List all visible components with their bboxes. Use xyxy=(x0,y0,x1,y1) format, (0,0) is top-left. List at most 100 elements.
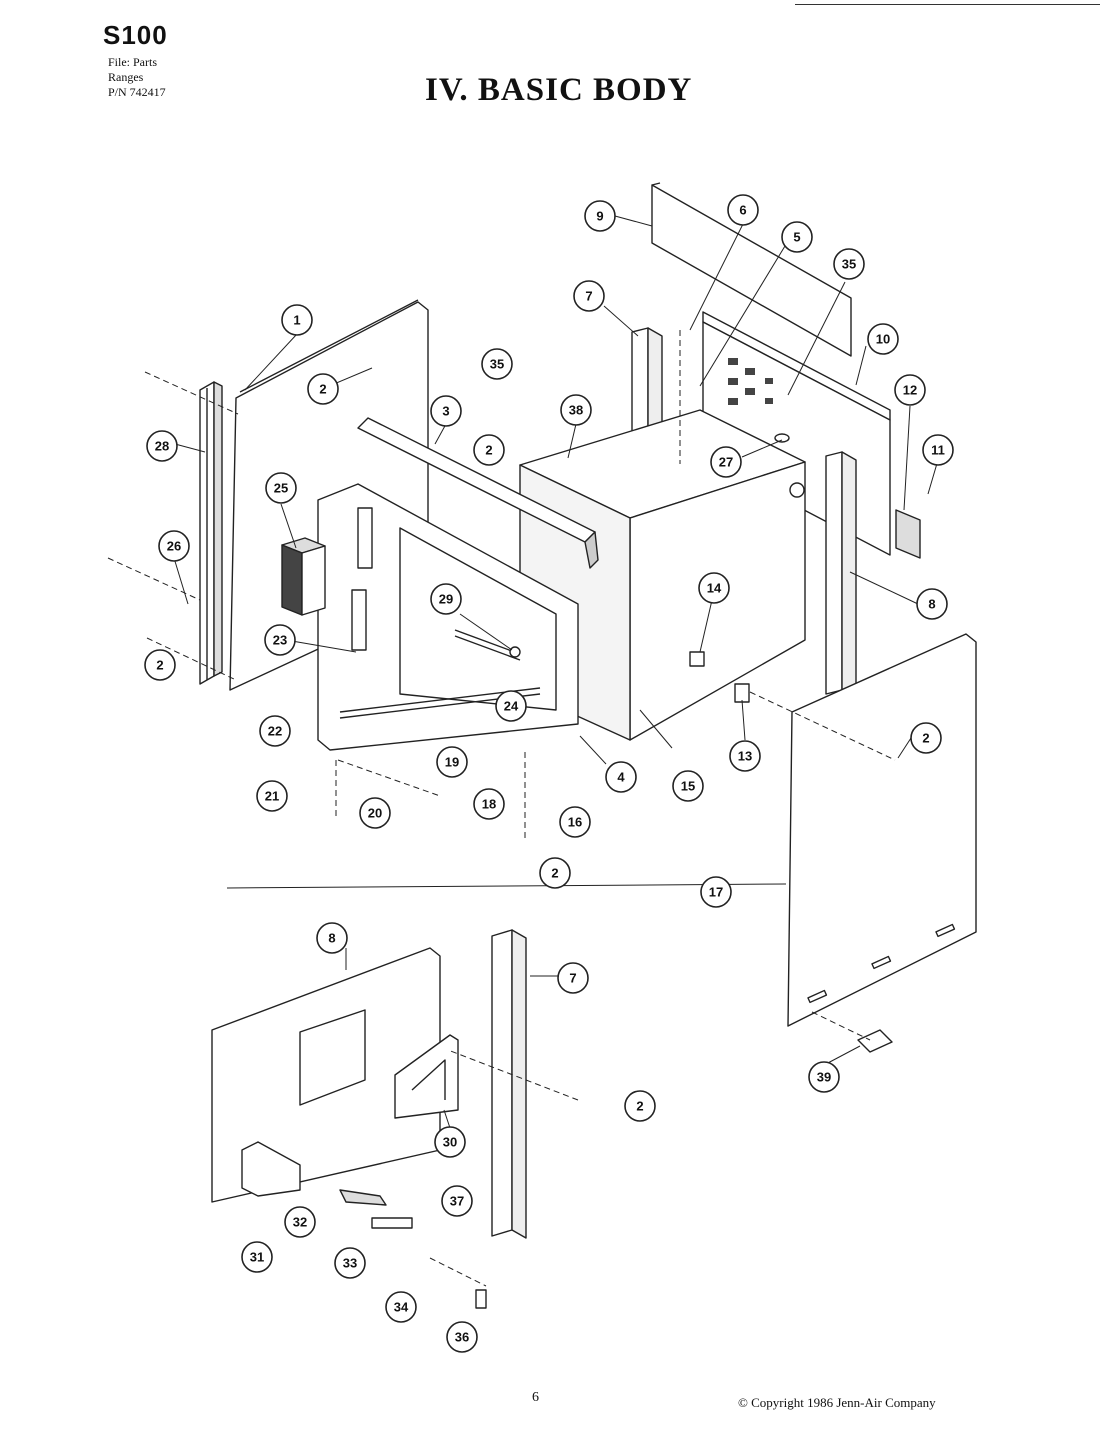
callout-label: 24 xyxy=(504,699,519,714)
callout-label: 35 xyxy=(490,357,504,372)
callout-31: 31 xyxy=(241,1241,273,1273)
callout-circle xyxy=(557,962,589,994)
callout-33: 33 xyxy=(334,1247,366,1279)
callout-circle xyxy=(922,434,954,466)
callout-circle xyxy=(256,780,288,812)
callout-circle xyxy=(698,572,730,604)
callout-label: 14 xyxy=(707,581,722,596)
callout-2: 2 xyxy=(473,434,505,466)
callout-circle xyxy=(808,1061,840,1093)
callout-label: 22 xyxy=(268,724,282,739)
callout-16: 16 xyxy=(559,806,591,838)
callout-label: 2 xyxy=(319,382,326,397)
callout-circle xyxy=(146,430,178,462)
callout-2: 2 xyxy=(307,373,339,405)
callout-label: 20 xyxy=(368,806,382,821)
file-meta-line: Ranges xyxy=(108,70,144,84)
copyright-notice: © Copyright 1986 Jenn-Air Company xyxy=(738,1395,936,1410)
callout-label: 13 xyxy=(738,749,752,764)
callout-label: 25 xyxy=(274,481,288,496)
callout-circle xyxy=(158,530,190,562)
callout-circle xyxy=(710,446,742,478)
callout-label: 2 xyxy=(551,866,558,881)
callout-label: 16 xyxy=(568,815,582,830)
callout-12: 12 xyxy=(894,374,926,406)
part-top-trim xyxy=(357,417,599,569)
callout-28: 28 xyxy=(146,430,178,462)
callout-14: 14 xyxy=(698,572,730,604)
callout-circle xyxy=(316,922,348,954)
callout-circle xyxy=(867,323,899,355)
callout-8: 8 xyxy=(316,922,348,954)
callout-circle xyxy=(539,857,571,889)
callout-label: 34 xyxy=(394,1300,409,1315)
callout-circle xyxy=(559,806,591,838)
callout-circle xyxy=(605,761,637,793)
callout-circle xyxy=(430,583,462,615)
callout-circle xyxy=(833,248,865,280)
callout-circle xyxy=(436,746,468,778)
callout-label: 3 xyxy=(442,404,449,419)
callout-label: 11 xyxy=(931,443,945,458)
callout-35: 35 xyxy=(481,348,513,380)
callout-circle xyxy=(334,1247,366,1279)
callout-circle xyxy=(385,1291,417,1323)
callout-label: 19 xyxy=(445,755,459,770)
callout-1: 1 xyxy=(281,304,313,336)
callout-circle xyxy=(781,221,813,253)
callout-circle xyxy=(624,1090,656,1122)
callout-circle xyxy=(916,588,948,620)
callout-label: 23 xyxy=(273,633,287,648)
callout-label: 29 xyxy=(439,592,453,607)
callout-circle xyxy=(729,740,761,772)
callout-label: 33 xyxy=(343,1256,357,1271)
callout-label: 28 xyxy=(155,439,169,454)
callout-label: 1 xyxy=(293,313,300,328)
callout-label: 38 xyxy=(569,403,583,418)
callout-25: 25 xyxy=(265,472,297,504)
callout-label: 26 xyxy=(167,539,181,554)
callout-label: 21 xyxy=(265,789,279,804)
part-rear-top-panel xyxy=(651,182,852,357)
part-hinge-hardware xyxy=(241,1141,487,1309)
callout-circle xyxy=(700,876,732,908)
callout-circle xyxy=(359,797,391,829)
callout-label: 35 xyxy=(842,257,856,272)
callout-circle xyxy=(495,690,527,722)
callout-circle xyxy=(265,472,297,504)
callout-2: 2 xyxy=(910,722,942,754)
callout-label: 12 xyxy=(903,383,917,398)
callout-11: 11 xyxy=(922,434,954,466)
callout-23: 23 xyxy=(264,624,296,656)
callout-label: 36 xyxy=(455,1330,469,1345)
callout-9: 9 xyxy=(584,200,616,232)
callout-circle xyxy=(264,624,296,656)
callout-35: 35 xyxy=(833,248,865,280)
callout-label: 18 xyxy=(482,797,496,812)
callout-label: 2 xyxy=(922,731,929,746)
callout-circle xyxy=(584,200,616,232)
callout-17: 17 xyxy=(700,876,732,908)
callout-circle xyxy=(241,1241,273,1273)
page-title: IV. BASIC BODY xyxy=(425,72,693,108)
callout-circle xyxy=(259,715,291,747)
part-lower-side-panel xyxy=(211,947,441,1203)
callout-37: 37 xyxy=(441,1185,473,1217)
callout-label: 30 xyxy=(443,1135,457,1150)
part-bracket xyxy=(394,1034,459,1119)
callout-circle xyxy=(281,304,313,336)
callout-7: 7 xyxy=(573,280,605,312)
callout-19: 19 xyxy=(436,746,468,778)
callout-10: 10 xyxy=(867,323,899,355)
callout-circle xyxy=(144,649,176,681)
callout-32: 32 xyxy=(284,1206,316,1238)
callout-4: 4 xyxy=(605,761,637,793)
part-left-trim-rail xyxy=(199,381,223,685)
callout-circle xyxy=(894,374,926,406)
callout-circle xyxy=(481,348,513,380)
callout-label: 10 xyxy=(876,332,890,347)
callout-label: 7 xyxy=(585,289,592,304)
callout-15: 15 xyxy=(672,770,704,802)
